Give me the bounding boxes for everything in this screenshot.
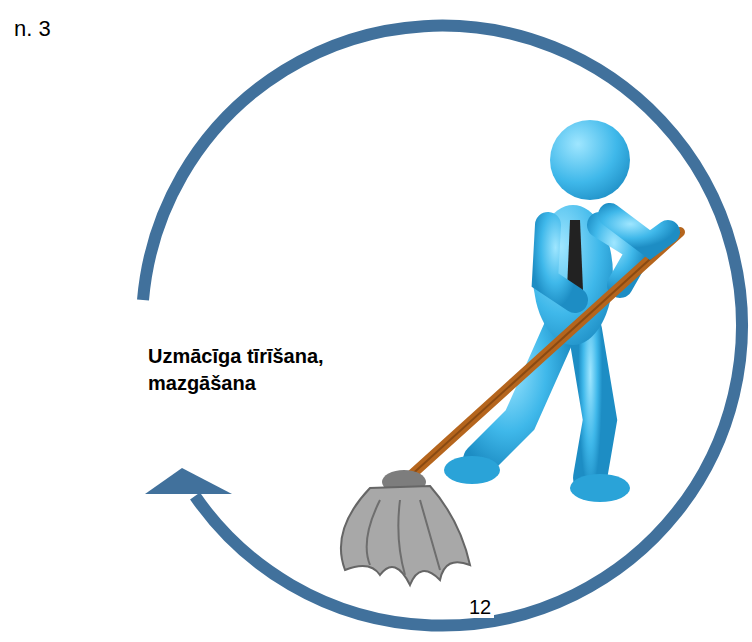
mop-man-figure [341, 120, 680, 585]
page-number: 12 [466, 596, 494, 618]
step-label: Uzmācīga tīrīšana, mazgāšana [148, 343, 353, 397]
page-ref: n. 3 [14, 14, 51, 44]
cycle-arrowhead [145, 468, 232, 494]
cycle-arc [143, 26, 742, 626]
